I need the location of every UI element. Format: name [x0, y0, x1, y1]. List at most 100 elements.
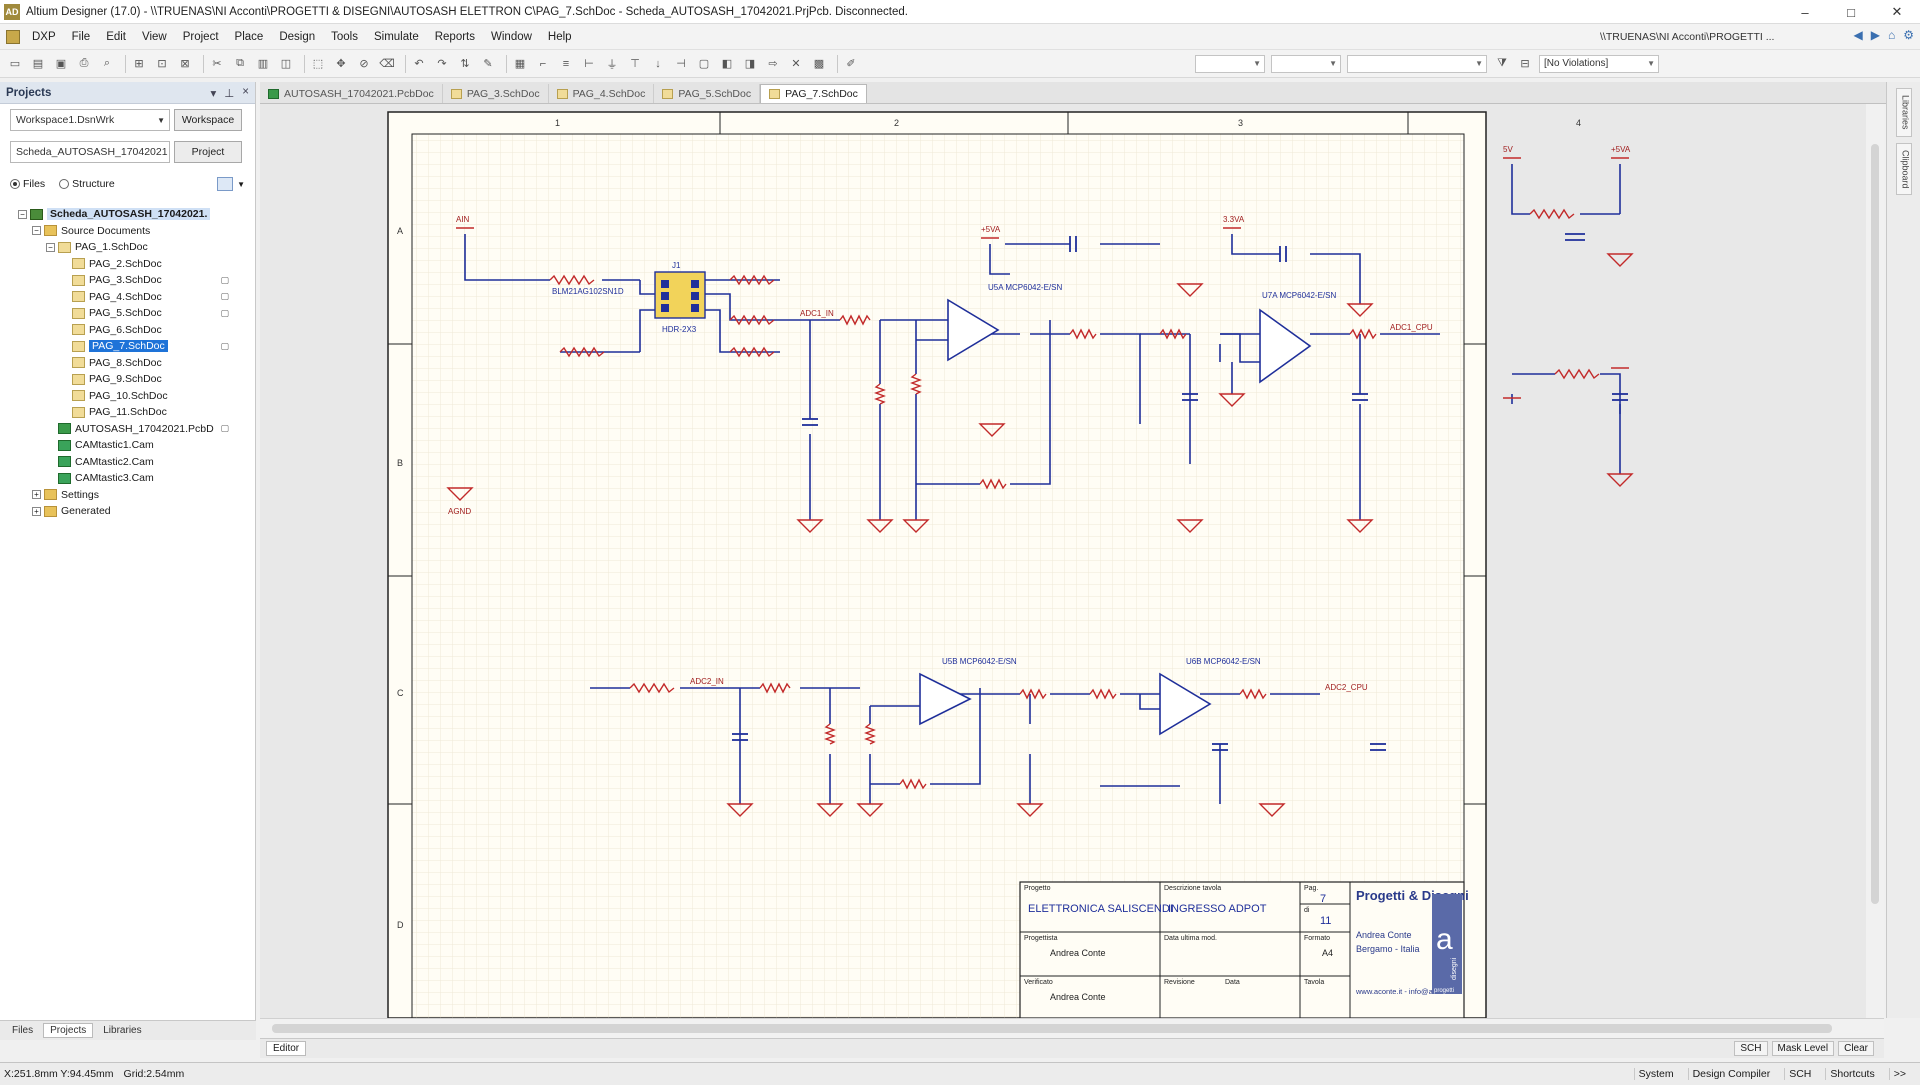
minimize-button[interactable]: –	[1801, 4, 1809, 20]
tab-files[interactable]: Files	[12, 1025, 34, 1036]
settings-icon[interactable]: ⚙	[1903, 28, 1914, 42]
cut-icon[interactable]: ✂	[212, 58, 222, 70]
net-label-ain[interactable]: AIN	[456, 215, 470, 224]
workspace-select[interactable]: Workspace1.DsnWrk▼	[10, 109, 170, 131]
vertical-scroll-thumb[interactable]	[1871, 144, 1879, 904]
clear-filter-icon[interactable]: ⌫	[379, 58, 395, 70]
u5a-symbol[interactable]	[947, 298, 1000, 362]
tree-item[interactable]: CAMtastic1.Cam	[18, 437, 255, 454]
net-label-5v[interactable]: 5V	[1503, 145, 1513, 154]
net-label-adc2[interactable]: ADC2_IN	[690, 677, 724, 686]
collapse-icon[interactable]: −	[46, 242, 55, 252]
files-radio[interactable]: Files	[10, 178, 45, 190]
home-icon[interactable]: ⌂	[1887, 28, 1896, 42]
expand-icon[interactable]: +	[32, 506, 41, 516]
editor-tab[interactable]: Editor	[266, 1041, 307, 1056]
net-label-icon[interactable]: ⊢	[584, 58, 594, 70]
sch-filter-button[interactable]: SCH	[1734, 1041, 1768, 1056]
net-label-3v3a[interactable]: 3.3VA	[1223, 215, 1245, 224]
j1-label[interactable]: J1	[672, 261, 681, 270]
clear-button[interactable]: Clear	[1838, 1041, 1874, 1056]
project-button[interactable]: Project	[174, 141, 242, 163]
libraries-side-tab[interactable]: Libraries	[1895, 88, 1912, 137]
sheet-entry-icon[interactable]: ◧	[721, 58, 733, 70]
expand-icon[interactable]: +	[32, 490, 41, 500]
shortcuts-button[interactable]: Shortcuts	[1825, 1068, 1878, 1080]
altium-app-icon[interactable]: AD	[4, 3, 20, 20]
tree-item[interactable]: PAG_8.SchDoc	[18, 355, 255, 372]
tab-libraries[interactable]: Libraries	[103, 1025, 142, 1036]
menu-dxp[interactable]: DXP	[32, 30, 56, 43]
mask-icon[interactable]: ⊟	[1520, 58, 1530, 70]
workspace-button[interactable]: Workspace	[174, 109, 242, 131]
net-label-5va[interactable]: +5VA	[981, 225, 1001, 234]
u5a-label[interactable]: U5A MCP6042-E/SN	[988, 283, 1062, 292]
tree-item[interactable]: PAG_5.SchDoc▢	[18, 305, 255, 322]
schematic-canvas[interactable]: 1 2 3 4 A B C D	[260, 104, 1884, 1018]
menu-tools[interactable]: Tools	[331, 30, 358, 43]
tree-item[interactable]: PAG_6.SchDoc	[18, 322, 255, 339]
component-icon[interactable]: ▦	[514, 58, 526, 70]
filter-combo-3[interactable]: ▼	[1347, 54, 1487, 73]
pencil-icon[interactable]: ✎	[483, 58, 493, 70]
document-path-field[interactable]: \\TRUENAS\NI Acconti\PROGETTI ...	[1600, 31, 1775, 43]
document-tab[interactable]: PAG_3.SchDoc	[443, 84, 549, 103]
connector-j1[interactable]	[654, 271, 706, 319]
document-tab[interactable]: PAG_4.SchDoc	[549, 84, 655, 103]
net-label-adc1[interactable]: ADC1_IN	[800, 309, 834, 318]
collapse-icon[interactable]: −	[32, 226, 41, 236]
open-icon[interactable]: ▤	[32, 58, 44, 70]
device-sheet-icon[interactable]: ◨	[744, 58, 756, 70]
vcc-port-icon[interactable]: ⊤	[630, 58, 640, 70]
menu-help[interactable]: Help	[547, 30, 572, 43]
menu-reports[interactable]: Reports	[434, 30, 476, 43]
structure-radio[interactable]: Structure	[59, 178, 115, 190]
filter-combo-1[interactable]: ▼	[1195, 54, 1265, 73]
horizontal-scrollbar[interactable]	[260, 1018, 1884, 1038]
u6b-label[interactable]: U6B MCP6042-E/SN	[1186, 657, 1261, 666]
project-field[interactable]: Scheda_AUTOSASH_17042021	[10, 141, 170, 163]
menu-edit[interactable]: Edit	[106, 30, 127, 43]
sch-panel-button[interactable]: SCH	[1784, 1068, 1815, 1080]
tree-item[interactable]: CAMtastic2.Cam	[18, 454, 255, 471]
filter-combo-2[interactable]: ▼	[1271, 54, 1341, 73]
net-label-adc1-cpu[interactable]: ADC1_CPU	[1390, 323, 1433, 332]
tree-item[interactable]: −Source Documents	[18, 223, 255, 240]
zoom-fit-icon[interactable]: ⊞	[134, 58, 144, 70]
bus-icon[interactable]: ≡	[562, 57, 570, 70]
tab-projects[interactable]: Projects	[43, 1023, 94, 1038]
menu-view[interactable]: View	[142, 30, 167, 43]
no-erc-icon[interactable]: ✕	[791, 58, 801, 70]
paste-icon[interactable]: ▥	[257, 58, 269, 70]
deselect-icon[interactable]: ⊘	[359, 58, 369, 70]
sheet-symbol-icon[interactable]: ▢	[698, 58, 710, 70]
maximize-button[interactable]: □	[1847, 4, 1855, 20]
tree-item[interactable]: PAG_7.SchDoc▢	[18, 338, 255, 355]
mask-level-button[interactable]: Mask Level	[1771, 1041, 1835, 1056]
panel-close-icon[interactable]: ×	[242, 85, 249, 98]
undo-icon[interactable]: ↶	[414, 58, 424, 70]
tree-item[interactable]: PAG_10.SchDoc	[18, 388, 255, 405]
back-icon[interactable]: ◀	[1853, 28, 1863, 42]
print-icon[interactable]: ⎙	[79, 57, 89, 69]
gnd-port-icon[interactable]: ⏚	[606, 58, 618, 71]
panel-menu-icon[interactable]: ▾	[210, 87, 217, 100]
wire-icon[interactable]: ⌐	[539, 57, 547, 70]
brush-icon[interactable]: ✐	[846, 58, 856, 70]
document-tab[interactable]: AUTOSASH_17042021.PcbDoc	[260, 84, 443, 103]
tree-item[interactable]: PAG_3.SchDoc▢	[18, 272, 255, 289]
menu-window[interactable]: Window	[491, 30, 532, 43]
tree-item[interactable]: CAMtastic3.Cam	[18, 470, 255, 487]
port-icon[interactable]: ⇨	[768, 58, 778, 70]
chevron-down-icon[interactable]: ▼	[237, 179, 245, 189]
new-icon[interactable]: ▭	[9, 58, 21, 70]
move-icon[interactable]: ✥	[336, 58, 346, 70]
tree-item[interactable]: PAG_2.SchDoc	[18, 256, 255, 273]
document-tab[interactable]: PAG_7.SchDoc	[760, 84, 867, 103]
horizontal-scroll-thumb[interactable]	[272, 1024, 1832, 1033]
collapse-icon[interactable]: −	[18, 209, 27, 219]
tree-item[interactable]: AUTOSASH_17042021.PcbD▢	[18, 421, 255, 438]
net-label-agnd[interactable]: AGND	[448, 507, 471, 516]
net-label-adc2-cpu[interactable]: ADC2_CPU	[1325, 683, 1368, 692]
zoom-selected-icon[interactable]: ⊠	[180, 58, 190, 70]
